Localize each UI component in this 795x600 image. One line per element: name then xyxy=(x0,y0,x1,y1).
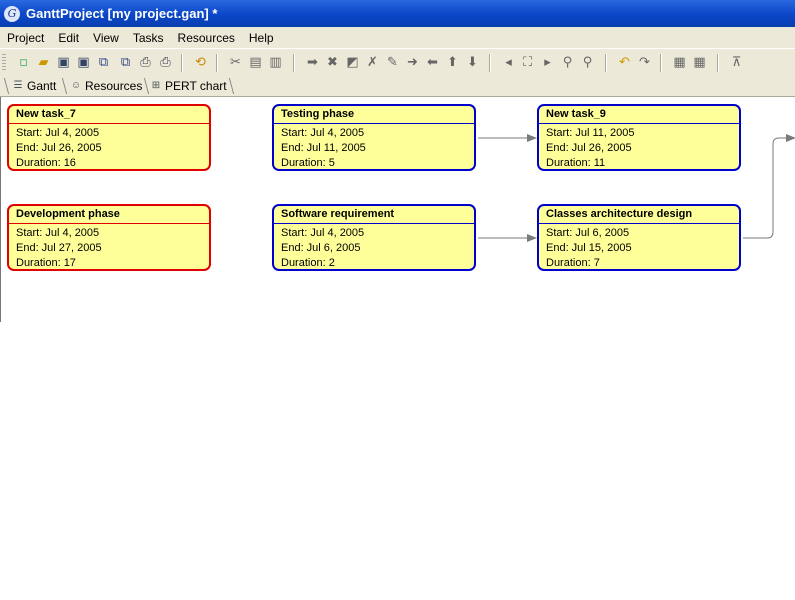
save-icon[interactable]: ▣ xyxy=(57,55,70,70)
move-up-icon[interactable]: ⬆ xyxy=(447,55,458,70)
menu-tasks[interactable]: Tasks xyxy=(132,30,164,45)
tab-gantt[interactable]: ☰ Gantt xyxy=(12,77,57,95)
tab-divider xyxy=(0,78,10,94)
hierarchy-icon[interactable]: ⊼ xyxy=(731,55,742,70)
task-end: End: Jul 6, 2005 xyxy=(281,242,361,254)
title-bar: G GanttProject [my project.gan] * xyxy=(0,0,795,27)
scroll-left-icon[interactable]: ◂ xyxy=(505,55,512,70)
new-file-icon[interactable]: ▫ xyxy=(19,55,28,70)
menu-help[interactable]: Help xyxy=(248,30,274,45)
delete-task-icon[interactable]: ✖ xyxy=(327,55,338,70)
fit-view-icon[interactable]: ⛶ xyxy=(522,55,533,70)
task-end: End: Jul 26, 2005 xyxy=(546,142,632,154)
print-icon[interactable]: ⎙ xyxy=(140,55,151,70)
indent-icon[interactable]: ➜ xyxy=(407,55,418,70)
task-name: Testing phase xyxy=(274,106,474,124)
undo-icon[interactable]: ↶ xyxy=(619,55,630,70)
task-duration: Duration: 16 xyxy=(16,157,76,169)
task-start: Start: Jul 4, 2005 xyxy=(281,127,365,139)
toolbar-separator xyxy=(717,54,719,72)
task-start: Start: Jul 4, 2005 xyxy=(16,227,100,239)
tab-resources-label: Resources xyxy=(85,79,143,93)
pert-chart-canvas[interactable]: New task_7 Start: Jul 4, 2005 End: Jul 2… xyxy=(0,97,795,322)
export-icon[interactable]: ⧉ xyxy=(120,55,131,70)
task-node[interactable]: Testing phase Start: Jul 4, 2005 End: Ju… xyxy=(272,104,476,171)
pert-icon: ⊞ xyxy=(151,80,161,91)
menu-bar: Project Edit View Tasks Resources Help xyxy=(0,27,795,48)
task-start: Start: Jul 4, 2005 xyxy=(16,127,100,139)
task-start: Start: Jul 4, 2005 xyxy=(281,227,365,239)
toolbar: ▫ ▰ ▣ ▣ ⧉ ⧉ ⎙ ⎙ ⟲ ✂ ▤ ▥ ➡ ✖ ◩ ✗ ✎ ➜ ⬅ ⬆ … xyxy=(0,48,795,76)
save-as-icon[interactable]: ▣ xyxy=(77,55,90,70)
paste-icon[interactable]: ▥ xyxy=(269,55,282,70)
documents-icon[interactable]: ▦ xyxy=(693,55,706,70)
copy-icon[interactable]: ▤ xyxy=(249,55,262,70)
window-title: GanttProject [my project.gan] * xyxy=(26,6,218,21)
tab-pert-chart-label: PERT chart xyxy=(165,79,227,93)
people-icon: ☺ xyxy=(70,80,82,91)
new-task-icon[interactable]: ➡ xyxy=(307,55,318,70)
task-duration: Duration: 17 xyxy=(16,257,76,269)
view-tabs: ☰ Gantt ☺ Resources ⊞ PERT chart xyxy=(0,76,795,97)
task-node[interactable]: Classes architecture design Start: Jul 6… xyxy=(537,204,741,271)
dependency-arrows xyxy=(478,134,795,242)
toolbar-separator xyxy=(605,54,607,72)
app-logo-icon: G xyxy=(4,5,20,22)
task-node[interactable]: New task_7 Start: Jul 4, 2005 End: Jul 2… xyxy=(7,104,211,171)
cut-icon[interactable]: ✂ xyxy=(230,55,241,70)
zoom-out-icon[interactable]: ⚲ xyxy=(582,55,593,70)
link-icon[interactable]: ✎ xyxy=(387,55,398,70)
task-name: New task_9 xyxy=(539,106,739,124)
gantt-icon: ☰ xyxy=(13,80,23,91)
task-duration: Duration: 5 xyxy=(281,157,335,169)
menu-project[interactable]: Project xyxy=(7,30,45,45)
menu-view[interactable]: View xyxy=(93,30,119,45)
task-name: Classes architecture design xyxy=(539,206,739,224)
task-name: New task_7 xyxy=(9,106,209,124)
tab-resources[interactable]: ☺ Resources xyxy=(70,77,142,95)
toolbar-separator xyxy=(660,54,662,72)
scroll-right-icon[interactable]: ▸ xyxy=(544,55,551,70)
toolbar-separator xyxy=(293,54,295,72)
task-start: Start: Jul 11, 2005 xyxy=(546,127,635,139)
preview-icon[interactable]: ⎙ xyxy=(160,55,171,70)
unlink-icon[interactable]: ✗ xyxy=(367,55,378,70)
import-icon[interactable]: ⧉ xyxy=(98,55,109,70)
zoom-in-icon[interactable]: ⚲ xyxy=(562,55,573,70)
task-duration: Duration: 11 xyxy=(546,157,606,169)
task-end: End: Jul 27, 2005 xyxy=(16,242,102,254)
task-name: Software requirement xyxy=(274,206,474,224)
task-duration: Duration: 7 xyxy=(546,257,600,269)
tab-divider xyxy=(55,78,68,94)
task-node[interactable]: New task_9 Start: Jul 11, 2005 End: Jul … xyxy=(537,104,741,171)
document-icon[interactable]: ▦ xyxy=(673,55,686,70)
redo-icon[interactable]: ↷ xyxy=(639,55,650,70)
task-name: Development phase xyxy=(9,206,209,224)
task-end: End: Jul 26, 2005 xyxy=(16,142,102,154)
task-end: End: Jul 11, 2005 xyxy=(281,142,366,154)
task-end: End: Jul 15, 2005 xyxy=(546,242,632,254)
move-down-icon[interactable]: ⬇ xyxy=(467,55,478,70)
toolbar-separator xyxy=(216,54,218,72)
task-start: Start: Jul 6, 2005 xyxy=(546,227,630,239)
task-duration: Duration: 2 xyxy=(281,257,335,269)
menu-edit[interactable]: Edit xyxy=(58,30,80,45)
dependency-arrow-design-to-next xyxy=(743,134,795,239)
open-folder-icon[interactable]: ▰ xyxy=(38,55,49,70)
refresh-icon[interactable]: ⟲ xyxy=(195,55,206,70)
task-properties-icon[interactable]: ◩ xyxy=(346,55,359,70)
toolbar-grip[interactable] xyxy=(2,54,6,72)
task-node[interactable]: Software requirement Start: Jul 4, 2005 … xyxy=(272,204,476,271)
outdent-icon[interactable]: ⬅ xyxy=(427,55,438,70)
tab-gantt-label: Gantt xyxy=(27,79,57,93)
task-node[interactable]: Development phase Start: Jul 4, 2005 End… xyxy=(7,204,211,271)
toolbar-separator xyxy=(489,54,491,72)
toolbar-separator xyxy=(181,54,183,72)
tab-pert-chart[interactable]: ⊞ PERT chart xyxy=(150,77,227,95)
menu-resources[interactable]: Resources xyxy=(177,30,235,45)
